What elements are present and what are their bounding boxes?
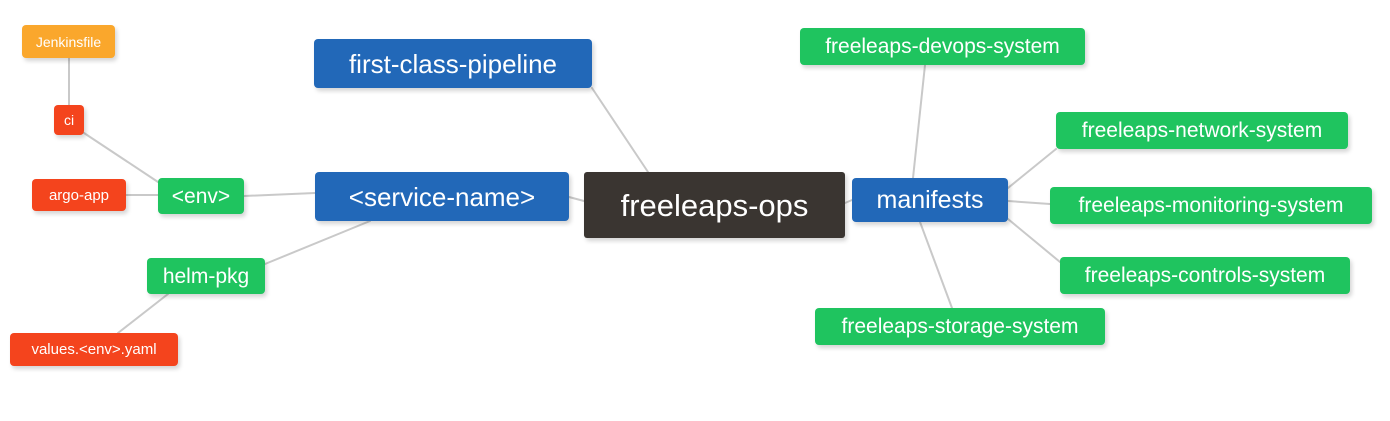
edge-first-class-pipeline-to-root: [591, 87, 649, 173]
node-label-manifests: manifests: [876, 185, 984, 214]
node-freeleaps-devops-system[interactable]: freeleaps-devops-system: [800, 28, 1085, 65]
node-label-argo-app: argo-app: [48, 186, 110, 204]
node-label-values-env-yaml: values.<env>.yaml: [31, 341, 157, 358]
node-root[interactable]: freeleaps-ops: [584, 172, 845, 238]
edge-freeleaps-storage-system-to-manifests: [919, 221, 953, 309]
node-label-freeleaps-devops-system: freeleaps-devops-system: [825, 35, 1060, 58]
node-freeleaps-controls-system[interactable]: freeleaps-controls-system: [1060, 257, 1350, 294]
node-label-service-name: <service-name>: [348, 181, 536, 212]
node-label-freeleaps-network-system: freeleaps-network-system: [1081, 119, 1323, 142]
edge-freeleaps-controls-system-to-manifests: [1007, 218, 1061, 263]
node-label-jenkinsfile: Jenkinsfile: [35, 33, 102, 50]
edge-freeleaps-network-system-to-manifests: [1007, 148, 1057, 189]
node-ci[interactable]: ci: [54, 105, 84, 135]
node-env[interactable]: <env>: [158, 178, 244, 214]
node-helm-pkg[interactable]: helm-pkg: [147, 258, 265, 294]
node-freeleaps-storage-system[interactable]: freeleaps-storage-system: [815, 308, 1105, 345]
node-label-ci: ci: [63, 112, 75, 128]
node-service-name[interactable]: <service-name>: [315, 172, 569, 221]
edge-freeleaps-monitoring-system-to-manifests: [1007, 200, 1051, 205]
edge-root-to-manifests: [844, 199, 853, 204]
node-freeleaps-network-system[interactable]: freeleaps-network-system: [1056, 112, 1348, 149]
edge-service-name-to-helm-pkg: [264, 220, 371, 265]
edge-freeleaps-devops-system-to-manifests: [912, 64, 926, 179]
edge-helm-pkg-to-values-env-yaml: [117, 293, 169, 334]
node-label-first-class-pipeline: first-class-pipeline: [348, 48, 558, 79]
node-freeleaps-monitoring-system[interactable]: freeleaps-monitoring-system: [1050, 187, 1372, 224]
node-manifests[interactable]: manifests: [852, 178, 1008, 222]
node-label-freeleaps-storage-system: freeleaps-storage-system: [841, 315, 1079, 338]
node-label-env: <env>: [171, 184, 231, 208]
node-label-freeleaps-monitoring-system: freeleaps-monitoring-system: [1078, 194, 1344, 217]
edge-service-name-to-root: [568, 196, 585, 202]
edge-env-to-service-name: [243, 192, 316, 197]
node-jenkinsfile[interactable]: Jenkinsfile: [22, 25, 115, 58]
node-label-freeleaps-controls-system: freeleaps-controls-system: [1084, 264, 1326, 287]
node-label-helm-pkg: helm-pkg: [162, 264, 250, 288]
node-values-env-yaml[interactable]: values.<env>.yaml: [10, 333, 178, 366]
node-argo-app[interactable]: argo-app: [32, 179, 126, 211]
node-first-class-pipeline[interactable]: first-class-pipeline: [314, 39, 592, 88]
edge-ci-to-env: [83, 132, 159, 183]
node-label-root: freeleaps-ops: [620, 187, 809, 223]
